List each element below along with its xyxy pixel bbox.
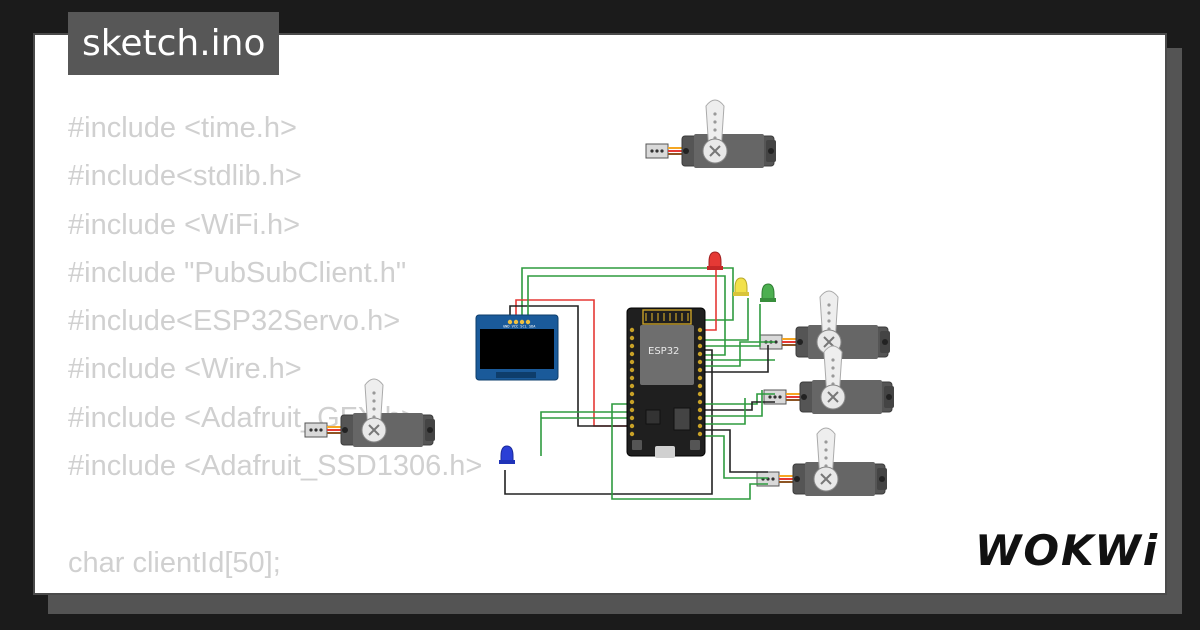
code-line: #include <time.h> bbox=[68, 112, 297, 144]
file-name-tab[interactable]: sketch.ino bbox=[68, 12, 280, 75]
wokwi-logo: WOKWi bbox=[975, 526, 1160, 575]
led-green[interactable] bbox=[760, 283, 776, 302]
esp32-label: ESP32 bbox=[648, 346, 679, 357]
code-line: #include "PubSubClient.h" bbox=[68, 256, 407, 289]
code-line: char clientId[50]; bbox=[68, 546, 281, 579]
servo-motor-left[interactable] bbox=[304, 378, 436, 448]
servo-motor-right-1[interactable] bbox=[759, 290, 891, 360]
code-line: #include <Wire.h> bbox=[68, 353, 302, 386]
code-line: #include <Adafruit_SSD1306.h> bbox=[68, 450, 483, 483]
code-line: #include<ESP32Servo.h> bbox=[68, 305, 401, 338]
code-preview: #include <time.h> #include<stdlib.h> #in… bbox=[68, 104, 483, 593]
code-line: #include <WiFi.h> bbox=[68, 208, 301, 241]
oled-pin-labels: GND VCC SCL SDA bbox=[503, 325, 536, 329]
led-red[interactable] bbox=[707, 251, 723, 270]
preview-card: #include <time.h> #include<stdlib.h> #in… bbox=[33, 33, 1167, 595]
code-line: #include<stdlib.h> bbox=[68, 160, 302, 193]
servo-motor-top[interactable] bbox=[645, 99, 777, 169]
led-blue[interactable] bbox=[499, 445, 515, 464]
esp32-board[interactable]: ESP32 bbox=[626, 307, 706, 458]
wires bbox=[504, 267, 775, 500]
oled-display[interactable]: GND VCC SCL SDA bbox=[475, 314, 559, 381]
servo-motor-right-3[interactable] bbox=[756, 427, 888, 497]
led-yellow[interactable] bbox=[733, 277, 749, 296]
